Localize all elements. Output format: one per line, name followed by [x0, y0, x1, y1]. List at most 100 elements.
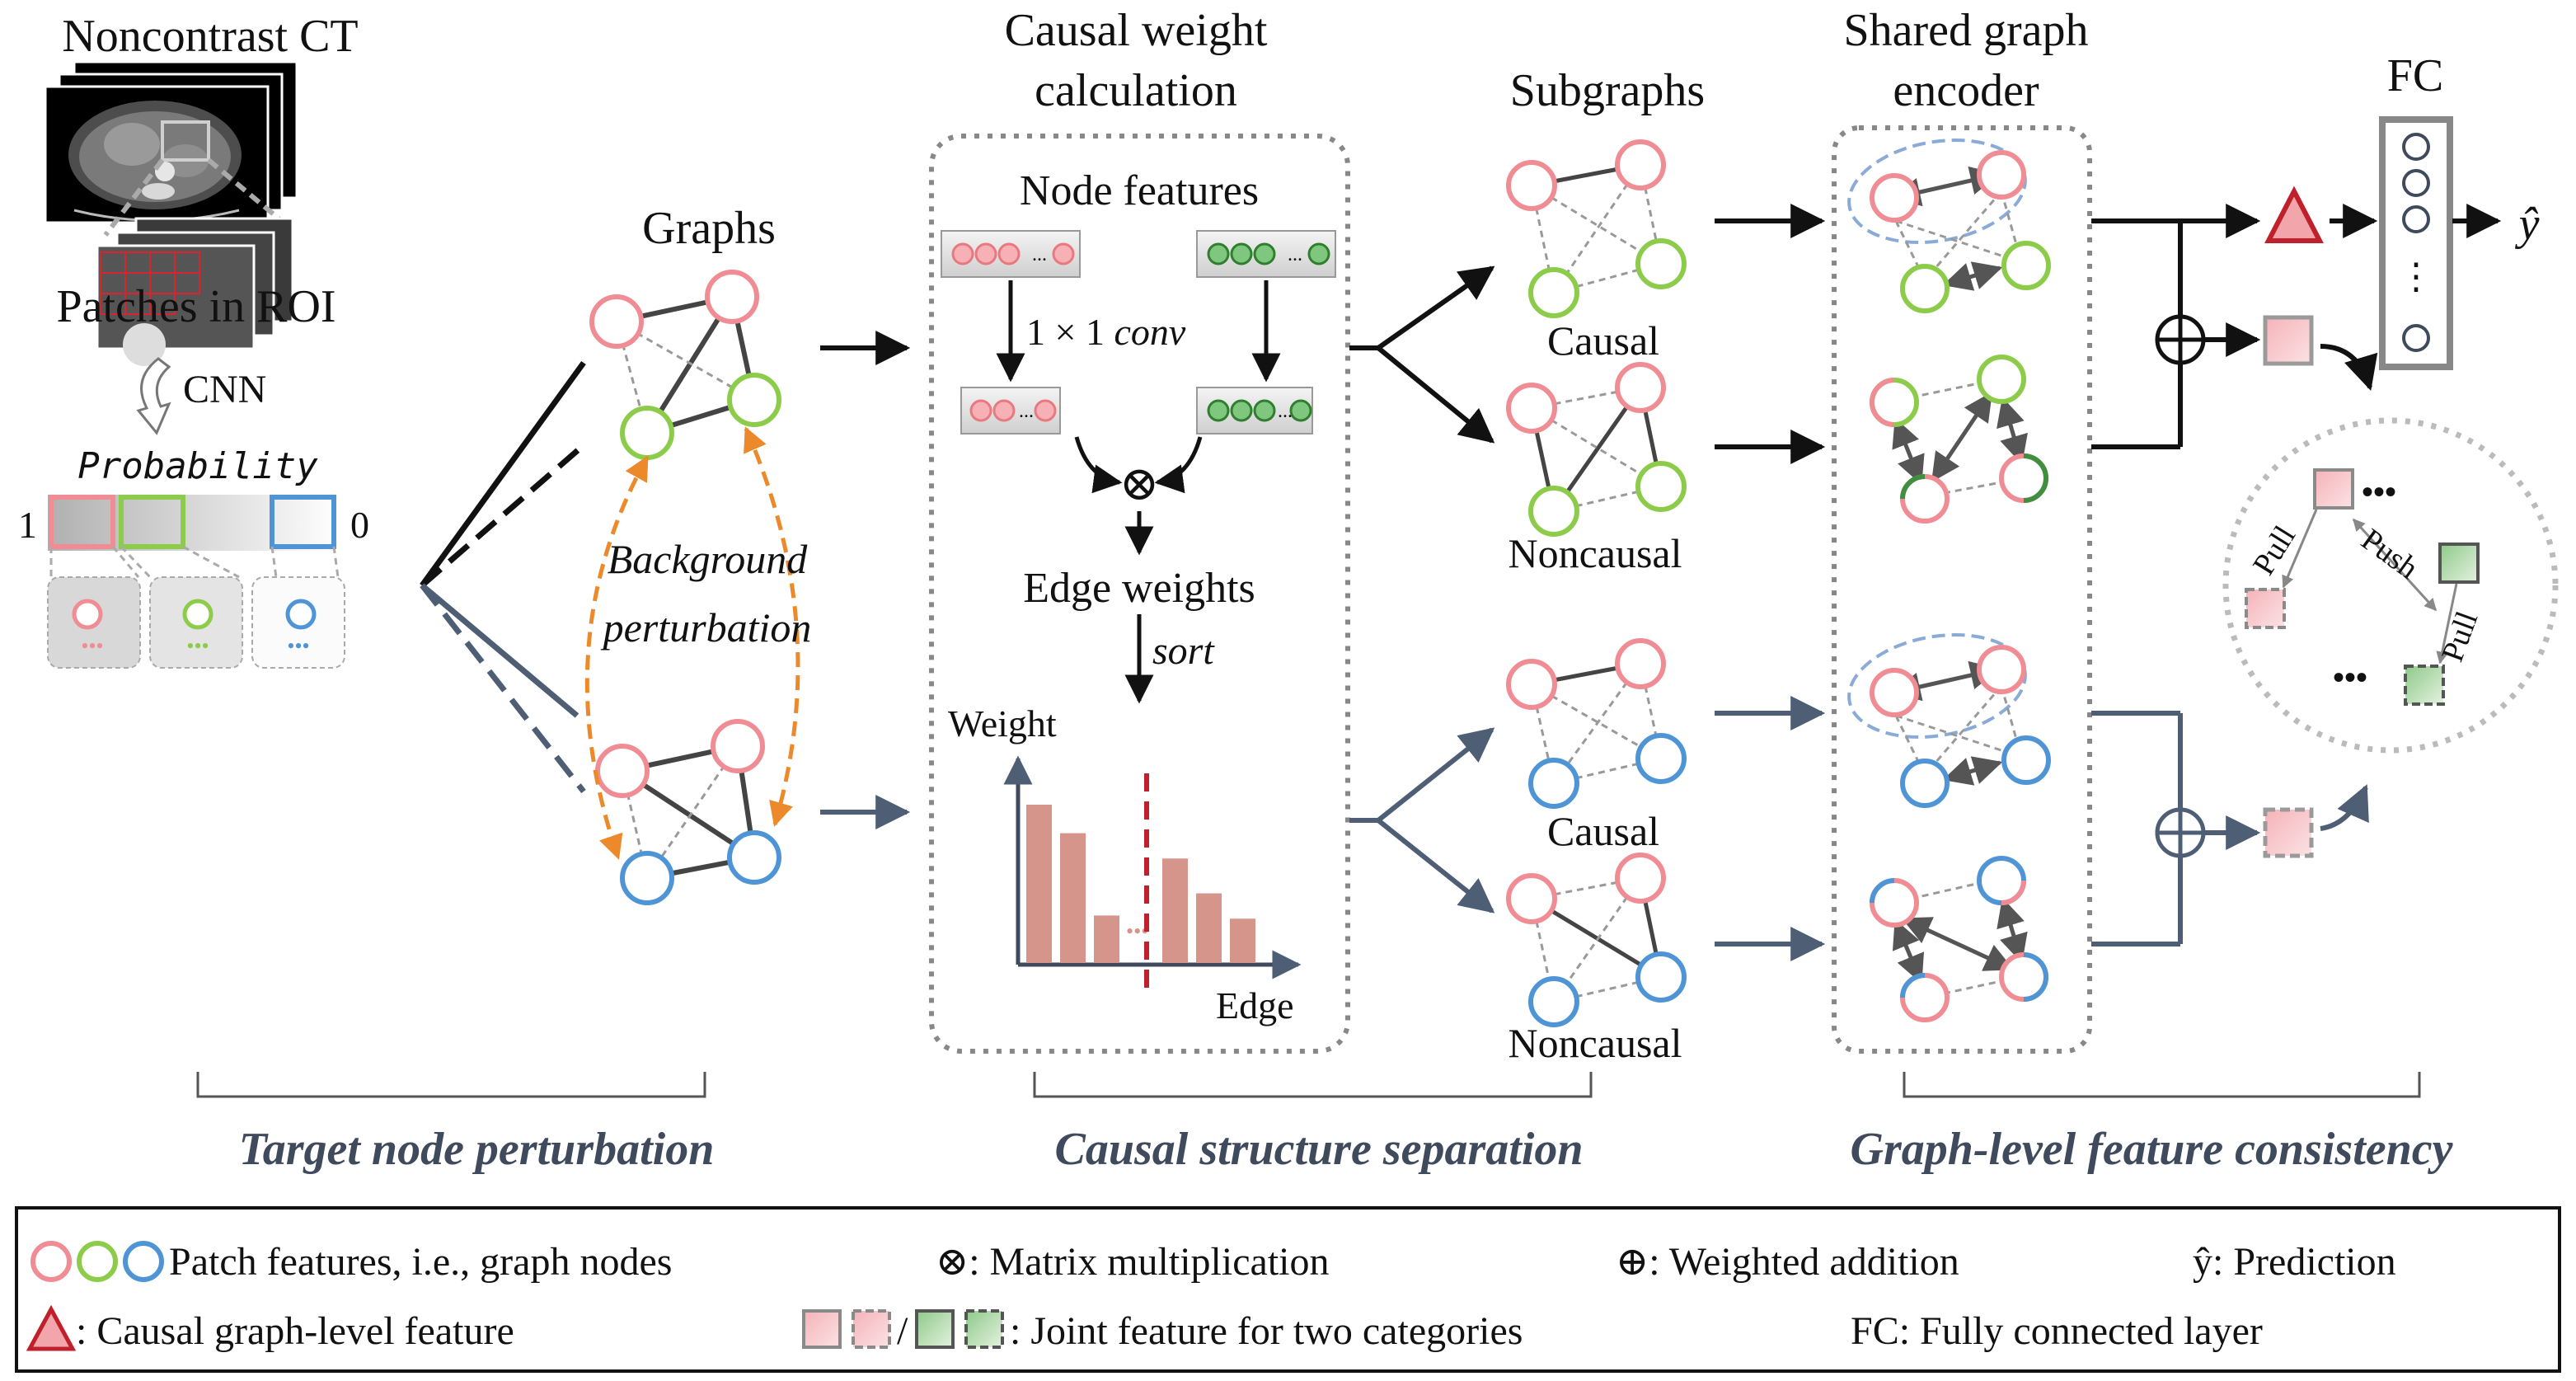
graphs-title: Graphs — [642, 203, 776, 254]
probability-label: Probability — [77, 445, 318, 487]
causal-feature-triangle-icon — [2264, 186, 2324, 243]
legend-prediction: ŷ: Prediction — [2193, 1240, 2396, 1284]
conv-label: 1 × 1 conv — [1026, 311, 1186, 353]
encoder-title-2: encoder — [1893, 65, 2039, 116]
legend-blue-node-icon — [123, 1241, 164, 1282]
edge-weight-bar — [1094, 915, 1119, 963]
pull-green-solid — [2438, 543, 2480, 584]
perturb-text-1: Background — [608, 536, 809, 582]
prob-box-pink — [49, 495, 115, 549]
legend-joint: : Joint feature for two categories — [1010, 1309, 1523, 1353]
green-node-icon — [182, 599, 213, 630]
green-dots: ••• — [186, 634, 209, 658]
arrow-to-consistency-top — [2320, 344, 2378, 392]
pull-arrow-left — [2282, 509, 2318, 589]
subgraph-causal-top — [1506, 139, 1687, 318]
prob-low: 0 — [350, 504, 369, 546]
pull-arrow-right — [2436, 583, 2458, 665]
svg-text:...: ... — [1288, 244, 1302, 265]
probability-bar — [48, 495, 341, 551]
encoder-graph-1 — [1847, 139, 2051, 313]
split-top-down — [1377, 345, 1495, 444]
pull-pink-dashed — [2245, 588, 2286, 629]
joint-feature-pink-solid — [2263, 315, 2314, 366]
legend-joint-pink-dashed — [852, 1309, 891, 1349]
bone-blob — [123, 323, 166, 366]
subgraphs-title: Subgraphs — [1510, 65, 1705, 116]
legend-fc: FC: Fully connected layer — [1851, 1309, 2263, 1353]
legend-joint-green-dashed — [964, 1309, 1004, 1349]
ct-section: Noncontrast CT Patches in ROI — [18, 11, 369, 669]
section-causal: Causal structure separation — [1054, 1124, 1583, 1175]
push-arrow — [2352, 518, 2438, 612]
legend-nodes: Patch features, i.e., graph nodes — [169, 1240, 672, 1284]
subgraph-causal-label-bottom: Causal — [1547, 808, 1659, 854]
section-graph: Graph-level feature consistency — [1851, 1124, 2454, 1175]
pull-label-left: Pull — [2246, 520, 2302, 581]
perturb-text-2: perturbation — [601, 604, 812, 651]
fan-line-4 — [420, 583, 586, 794]
encoder-section: Shared graph encoder — [1832, 5, 2092, 1054]
svg-text:...: ... — [1278, 401, 1293, 422]
legend-joint-green-solid — [915, 1309, 955, 1349]
subgraph-noncausal-top — [1506, 362, 1687, 537]
fc-title: FC — [2387, 50, 2444, 101]
fc-section: FC ⋮ ŷ ••• ••• — [2091, 50, 2559, 947]
legend: Patch features, i.e., graph nodes ⊗: Mat… — [15, 1206, 2561, 1373]
graph-upper — [589, 270, 781, 460]
feature-block-pink-bottom: ... — [960, 387, 1061, 434]
section-target: Target node perturbation — [239, 1124, 715, 1175]
legend-green-node-icon — [77, 1241, 118, 1282]
section-brackets — [196, 1072, 2421, 1098]
edge-weight-bar — [1230, 918, 1255, 963]
fc-vdots: ⋮ — [2398, 256, 2434, 297]
legend-causal-feat: : Causal graph-level feature — [76, 1309, 514, 1353]
edge-weight-bar — [1026, 805, 1052, 963]
legend-joint-pink-solid — [802, 1309, 842, 1349]
fan-line-2 — [420, 443, 586, 588]
joint-feature-pink-dashed — [2263, 807, 2314, 858]
pink-node-icon — [72, 599, 103, 630]
chart-y-label: Weight — [948, 702, 1057, 745]
subgraph-noncausal-bottom — [1506, 853, 1687, 1027]
pull-label-right: Pull — [2435, 607, 2485, 666]
cnn-arrow-icon — [136, 357, 171, 435]
blue-node-icon — [285, 599, 317, 630]
prediction-label: ŷ — [2515, 199, 2540, 250]
matmul-icon: ⊗ — [1119, 457, 1160, 510]
consistency-space — [2222, 417, 2559, 754]
ellipsis-top: ••• — [2362, 473, 2396, 510]
blue-dots: ••• — [287, 634, 309, 658]
perturb-arrow-left — [584, 455, 650, 860]
svg-text:...: ... — [1032, 244, 1047, 265]
subgraph-noncausal-label-top: Noncausal — [1508, 530, 1682, 576]
feature-block-green-top: ... — [1196, 230, 1336, 278]
legend-weighted: ⊕: Weighted addition — [1616, 1240, 1959, 1284]
legend-pink-node-icon — [30, 1241, 72, 1282]
graphs-section: Graphs — [420, 203, 911, 905]
roi-patch-grid — [100, 251, 200, 315]
pull-green-dashed — [2404, 665, 2445, 706]
encoder-title-1: Shared graph — [1843, 5, 2088, 56]
subgraphs-section: Subgraphs Causal — [1349, 65, 1826, 1066]
calc-panel — [929, 134, 1350, 1054]
sort-label: sort — [1152, 629, 1215, 673]
matmul-arrow-left — [1074, 436, 1123, 494]
fc-neuron — [2402, 169, 2430, 197]
fc-neuron — [2402, 324, 2430, 352]
legend-box — [15, 1206, 2561, 1373]
perturb-arrow-right — [744, 426, 800, 827]
edge-weight-bar — [1162, 858, 1188, 963]
prob-connectors — [49, 545, 340, 579]
fan-line-1 — [420, 360, 586, 588]
encoder-graph-3 — [1847, 633, 2051, 808]
fc-neuron — [2402, 205, 2430, 233]
node-features-label: Node features — [1020, 167, 1259, 214]
svg-text:...: ... — [1019, 401, 1034, 422]
calc-title-2: calculation — [1035, 65, 1237, 116]
calc-title-1: Causal weight — [1005, 5, 1268, 56]
fc-neuron — [2402, 133, 2430, 161]
zoom-line-left — [103, 158, 165, 237]
edge-weight-bar — [1060, 833, 1086, 963]
